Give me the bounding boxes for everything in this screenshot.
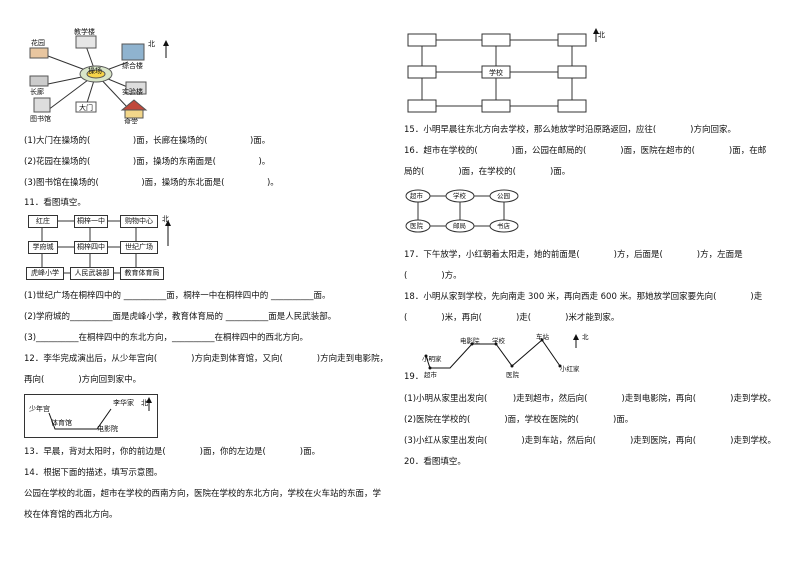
q19-line1: (1)小明从家里出发向( )走到超市，然后向( )走到电影院，再向( )走到学校…: [404, 394, 776, 404]
cloud-park: 公园: [497, 192, 510, 200]
cloud-market: 超市: [410, 192, 423, 200]
grid-cell-century: 世纪广场: [120, 241, 158, 254]
q12-line2: 再向( )方向回到家中。: [24, 375, 142, 385]
corridor-label: 长廊: [30, 87, 44, 96]
teaching-building-shape: [75, 35, 97, 49]
grid-cell-hufeng: 虎峰小学: [26, 267, 64, 280]
grid-cell-shopping: 购物中心: [120, 215, 158, 228]
campus-map: 花园 教学楼 综合楼 长廊 操场 实验楼 图书馆 大门 食堂 北: [26, 28, 176, 124]
grid-cell-hongzhuang: 红庄: [28, 215, 58, 228]
q10-line3: (3)图书馆在操场的( )面，操场的东北面是( )。: [24, 178, 279, 188]
q10-line2: (2)花园在操场的( )面，操场的东南面是( )。: [24, 157, 271, 167]
q14-title: 14．根据下面的描述，填写示意图。: [24, 468, 163, 478]
q15-text: 15．小明早晨往东北方向去学校，那么她放学时沿原路返回，应往( )方向回家。: [404, 125, 736, 135]
cinema-label: 电影院: [97, 425, 118, 433]
q16-line2: 局的( )面，在学校的( )面。: [404, 167, 571, 177]
lab-label: 实验楼: [122, 87, 143, 96]
library-label: 图书馆: [30, 114, 51, 123]
q20-text: 20．看图填空。: [404, 457, 466, 467]
q17-line2: ( )方。: [404, 271, 462, 281]
q16-cloud-map: 超市 学校 公园 医院 邮局 书店: [404, 184, 534, 238]
q11-title: 11．看图填空。: [24, 198, 86, 208]
complex-label: 综合楼: [122, 61, 143, 70]
q14-blank-grid: 学校 北: [404, 28, 605, 120]
q19-route: [424, 334, 579, 370]
ming-home-label: 小明家: [422, 355, 442, 363]
blank-grid-lines: [407, 28, 599, 113]
q11-grid: 红庄 桐梓一中 购物中心 学府城 桐梓四中 世纪广场 虎峰小学 人民武装部 教育…: [26, 212, 186, 282]
q12-route: [48, 397, 152, 430]
q19-number: 19．: [404, 372, 424, 382]
cloud-hospital: 医院: [410, 222, 423, 230]
gate-label: 大门: [79, 103, 93, 112]
cinema-label-19: 电影院: [460, 337, 480, 345]
market-label-19: 超市: [424, 371, 437, 379]
q12-north-label: 北: [141, 399, 148, 407]
north-arrow-icon: [146, 397, 152, 403]
q16-line1: 16．超市在学校的( )面，公园在邮局的( )面，医院在超市的( )面，在邮: [404, 146, 767, 156]
grid-cell-tongzi-1: 桐梓一中: [74, 215, 108, 228]
q11-line1: (1)世纪广场在桐梓四中的 __________面，桐梓一中在桐梓四中的 ___…: [24, 291, 331, 301]
q11-grid-lines: [41, 220, 171, 274]
grid-cell-armed: 人民武装部: [70, 267, 114, 280]
home-label: 李华家: [113, 399, 134, 407]
station-label: 车站: [536, 333, 549, 341]
q19-north-label: 北: [582, 333, 589, 341]
q18-line1: 18．小明从家到学校，先向南走 300 米，再向西走 600 米。那她放学回家要…: [404, 292, 763, 302]
lab-shape: [125, 81, 147, 95]
grid-north-label: 北: [598, 31, 605, 39]
q18-line2: ( )米，再向( )走( )米才能到家。: [404, 313, 620, 323]
q19-line3: (3)小红从家里出发向( )走到车站，然后向( )走到医院，再向( )走到学校。: [404, 436, 776, 446]
school-label-19: 学校: [492, 337, 505, 345]
cloud-post: 邮局: [453, 222, 466, 230]
q19-route-map: 小明家 电影院 学校 车站 超市 医院 小红家 北: [420, 332, 600, 382]
q11-line2: (2)学府城的__________面是虎峰小学，教育体育局的 _________…: [24, 312, 337, 322]
garden-label: 花园: [31, 38, 45, 47]
q14-body1: 公园在学校的北面，超市在学校的西南方向，医院在学校的东北方向，学校在火车站的东面…: [24, 489, 382, 499]
canteen-shape: [124, 109, 144, 119]
q11-north-label: 北: [162, 215, 169, 223]
grid-cell-xuefu: 学府城: [28, 241, 58, 254]
palace-label: 少年宫: [29, 405, 50, 413]
cloud-bookstore: 书店: [497, 222, 510, 230]
q12-map: 少年宫 体育馆 电影院 李华家 北: [24, 394, 158, 438]
grid-school-label: 学校: [489, 69, 503, 77]
gate-shape: [75, 101, 97, 113]
hong-home-label: 小红家: [560, 365, 580, 373]
playground-label: 操场: [88, 66, 102, 75]
north-arrow-icon: [165, 220, 171, 226]
canteen-label: 食堂: [124, 117, 138, 124]
q19-line2: (2)医院在学校的( )面，学校在医院的( )面。: [404, 415, 634, 425]
q13-text: 13．早晨，背对太阳时，你的前边是( )面，你的左边是( )面。: [24, 447, 321, 457]
q10-line1: (1)大门在操场的( )面，长廊在操场的( )面。: [24, 136, 271, 146]
cloud-lines: [405, 189, 519, 233]
north-arrow-icon: [163, 40, 169, 46]
garden-shape: [29, 47, 49, 59]
hospital-label-19: 医院: [506, 371, 519, 379]
teaching-label: 教学楼: [74, 28, 95, 36]
north-label: 北: [148, 40, 155, 48]
q11-line3: (3)__________在桐梓四中的东北方向，__________在桐梓四中的…: [24, 333, 309, 343]
grid-cell-education: 教育体育局: [120, 267, 164, 280]
library-shape: [33, 97, 51, 113]
north-arrow-icon: [573, 334, 579, 340]
grid-cell-tongzi-4: 桐梓四中: [74, 241, 108, 254]
q14-body2: 校在体育馆的西北方向。: [24, 510, 118, 520]
gym-label: 体育馆: [51, 419, 72, 427]
q17-line1: 17．下午放学，小红朝着太阳走，她的前面是( )方，后面是( )方，左面是: [404, 250, 743, 260]
q12-line1: 12．李华完成演出后，从少年宫向( )方向走到体育馆，又向( )方向走到电影院，: [24, 354, 389, 364]
campus-map-lines: 花园 教学楼 综合楼 长廊 操场 实验楼 图书馆 大门 食堂 北: [29, 28, 169, 124]
complex-building-shape: [121, 43, 145, 61]
cloud-school: 学校: [453, 192, 466, 200]
corridor-shape: [29, 75, 49, 87]
north-arrow-icon: [593, 28, 599, 34]
